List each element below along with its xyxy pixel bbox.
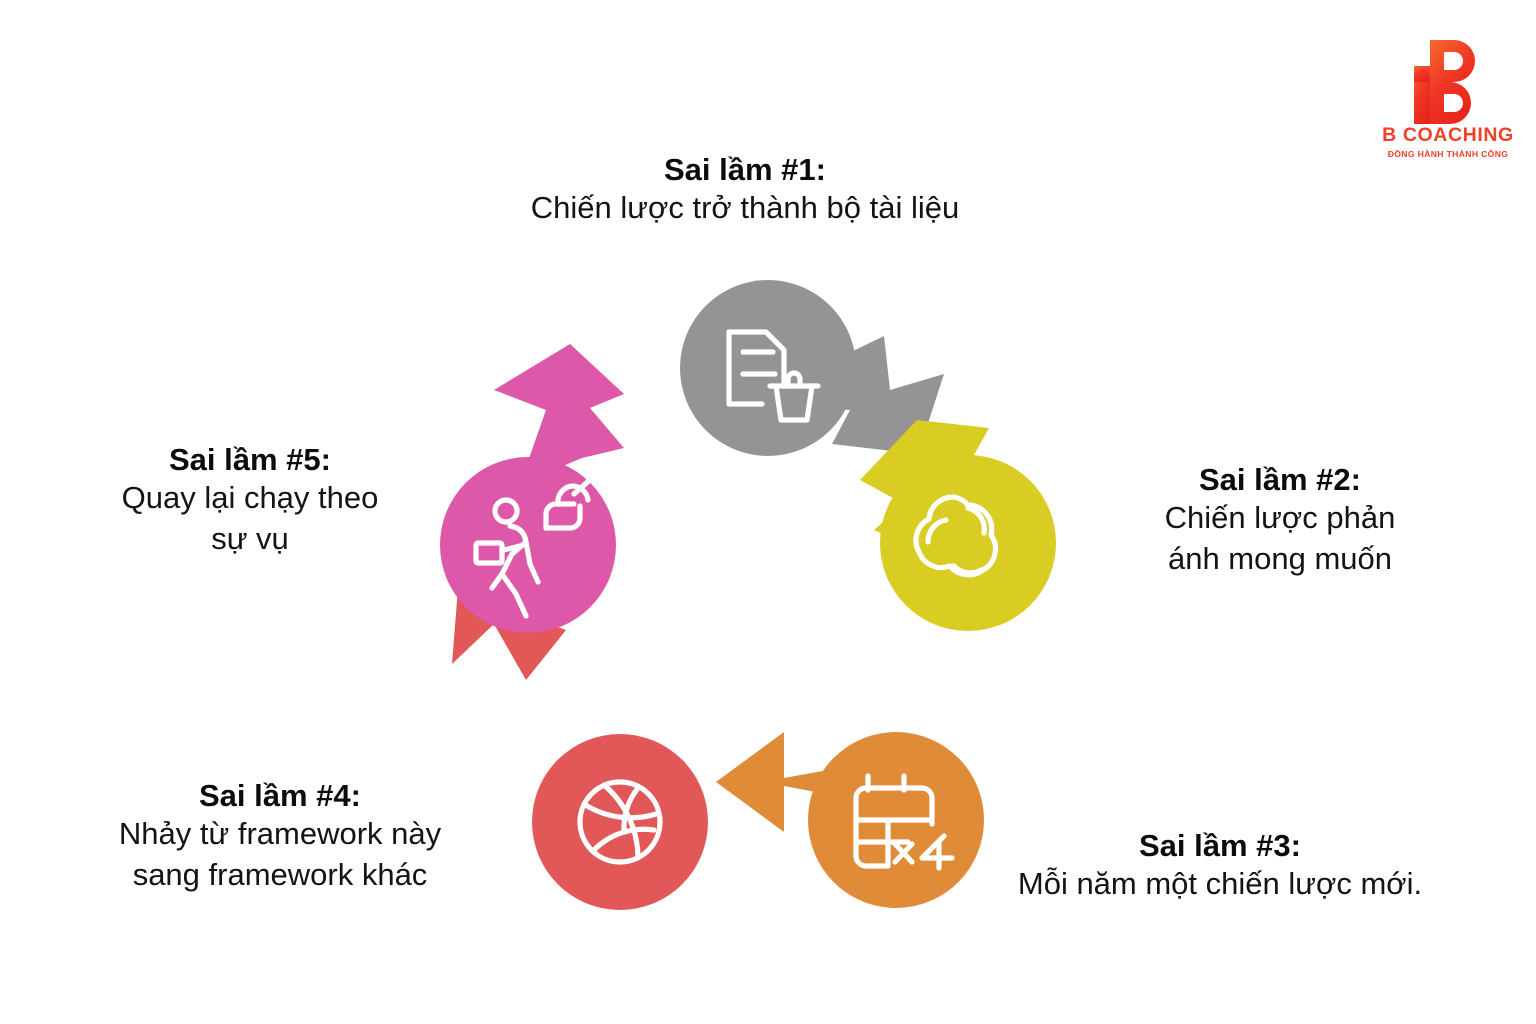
cycle-diagram (440, 280, 1056, 910)
brand-name: B COACHING (1382, 124, 1514, 146)
label-mistake-4: Sai lầm #4: Nhảy từ framework này sang f… (20, 778, 540, 895)
cycle-node-1[interactable] (680, 280, 856, 456)
label-5-line-2: sự vụ (211, 520, 289, 556)
basketball-icon (577, 779, 663, 865)
label-2-line-1: Chiến lược phản (1164, 500, 1396, 536)
arrow-5-to-1 (494, 344, 624, 484)
brand-tagline: ĐỒNG HÀNH THÀNH CÔNG (1387, 148, 1509, 159)
calendar-x4-badge (892, 833, 955, 871)
arrow-3-to-4 (716, 732, 850, 832)
label-3-line-1: Mỗi năm một chiến lược mới. (1017, 866, 1423, 902)
node-1-circle[interactable] (680, 280, 856, 456)
label-1-heading: Sai lầm #1: (664, 152, 826, 187)
cycle-node-3[interactable] (808, 732, 984, 908)
calendar-x4-icon (853, 773, 935, 869)
running-person-briefcase-icon (473, 475, 595, 619)
node-4-circle[interactable] (532, 734, 708, 910)
label-mistake-2: Sai lầm #2: Chiến lược phản ánh mong muố… (1080, 462, 1480, 579)
label-mistake-5: Sai lầm #5: Quay lại chạy theo sự vụ (40, 442, 460, 559)
label-3-heading: Sai lầm #3: (1139, 828, 1301, 863)
label-4-heading: Sai lầm #4: (199, 778, 361, 813)
cycle-node-2[interactable] (880, 455, 1056, 631)
label-5-heading: Sai lầm #5: (169, 442, 331, 477)
label-mistake-1: Sai lầm #1: Chiến lược trở thành bộ tài … (330, 152, 1160, 229)
label-2-heading: Sai lầm #2: (1199, 462, 1361, 497)
document-trash-icon (726, 329, 821, 423)
label-mistake-3: Sai lầm #3: Mỗi năm một chiến lược mới. (930, 828, 1510, 905)
brand-logo: B COACHING ĐỒNG HÀNH THÀNH CÔNG (1378, 38, 1518, 168)
label-4-line-2: sang framework khác (132, 856, 428, 892)
cloud-wish-icon (913, 494, 999, 578)
cycle-node-4[interactable] (532, 734, 708, 910)
node-2-circle[interactable] (880, 455, 1056, 631)
label-4-line-1: Nhảy từ framework này (118, 816, 442, 852)
label-1-line-1: Chiến lược trở thành bộ tài liệu (530, 190, 960, 226)
label-5-line-1: Quay lại chạy theo (121, 480, 379, 516)
label-2-line-2: ánh mong muốn (1167, 540, 1393, 576)
cycle-node-5[interactable] (440, 457, 616, 633)
b-coaching-logo-icon (1414, 40, 1475, 124)
